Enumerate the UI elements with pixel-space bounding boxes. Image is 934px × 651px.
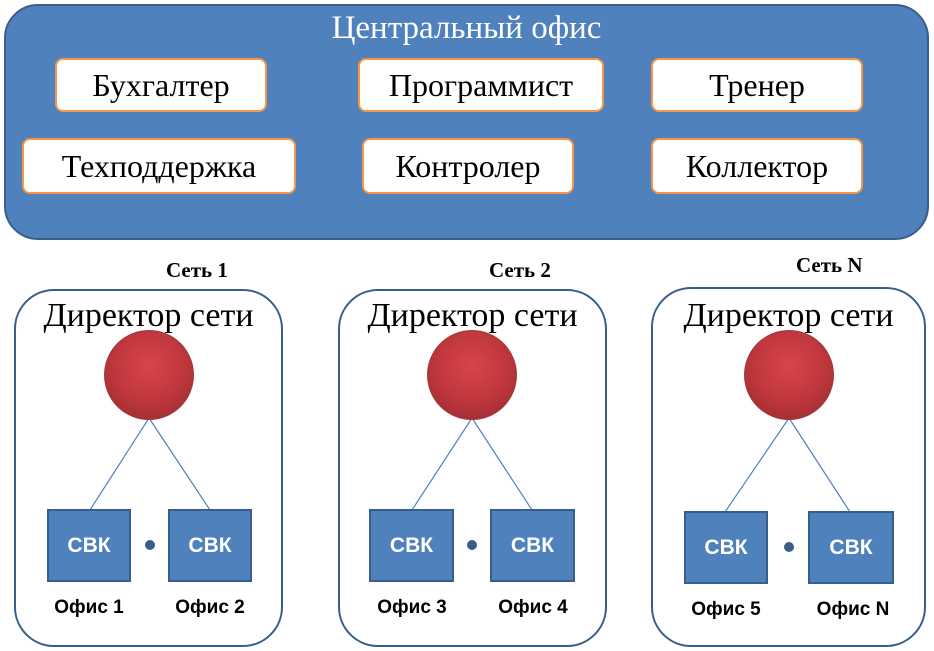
- network-label-n: Сеть N: [796, 253, 863, 277]
- office-label-2: Офис 2: [175, 597, 245, 618]
- link-netn-right: [788, 417, 851, 513]
- office-label-4: Офис 4: [498, 597, 568, 618]
- svk-node-4: СВК: [490, 509, 575, 582]
- role-tech-support: Техподдержка: [22, 138, 296, 194]
- role-controller: Контролер: [362, 138, 574, 194]
- svk-node-2: СВК: [168, 509, 252, 582]
- svk-node-3: СВК: [369, 509, 454, 582]
- role-accountant: Бухгалтер: [55, 58, 267, 112]
- central-office-panel: [4, 4, 929, 240]
- svk-node-5: СВК: [684, 511, 768, 584]
- office-label-n: Офис N: [816, 599, 890, 620]
- network-title-2: Директор сети: [367, 297, 578, 334]
- link-net2-right: [471, 417, 533, 511]
- role-trainer: Тренер: [651, 58, 863, 112]
- network-label-1: Сеть 1: [166, 258, 228, 282]
- director-node-2: [427, 330, 517, 420]
- network-title-n: Директор сети: [683, 297, 894, 334]
- svk-node-n: СВК: [808, 511, 894, 584]
- office-label-3: Офис 3: [377, 597, 447, 618]
- svk-node-1: СВК: [47, 509, 131, 582]
- network-title-1: Директор сети: [43, 297, 254, 334]
- link-net1-left: [89, 417, 150, 511]
- role-programmer: Программист: [358, 58, 604, 112]
- link-net2-left: [411, 417, 473, 511]
- link-net1-right: [148, 417, 211, 511]
- office-label-5: Офис 5: [691, 599, 761, 620]
- central-office-title: Центральный офис: [331, 10, 602, 46]
- ellipsis-dot-2: [467, 540, 477, 550]
- role-collector: Коллектор: [651, 138, 863, 194]
- office-label-1: Офис 1: [54, 597, 124, 618]
- ellipsis-dot-1: [145, 540, 155, 550]
- network-label-2: Сеть 2: [489, 258, 551, 282]
- ellipsis-dot-n: [784, 542, 794, 552]
- director-node-1: [104, 330, 194, 420]
- director-node-n: [744, 330, 834, 420]
- link-netn-left: [724, 417, 790, 513]
